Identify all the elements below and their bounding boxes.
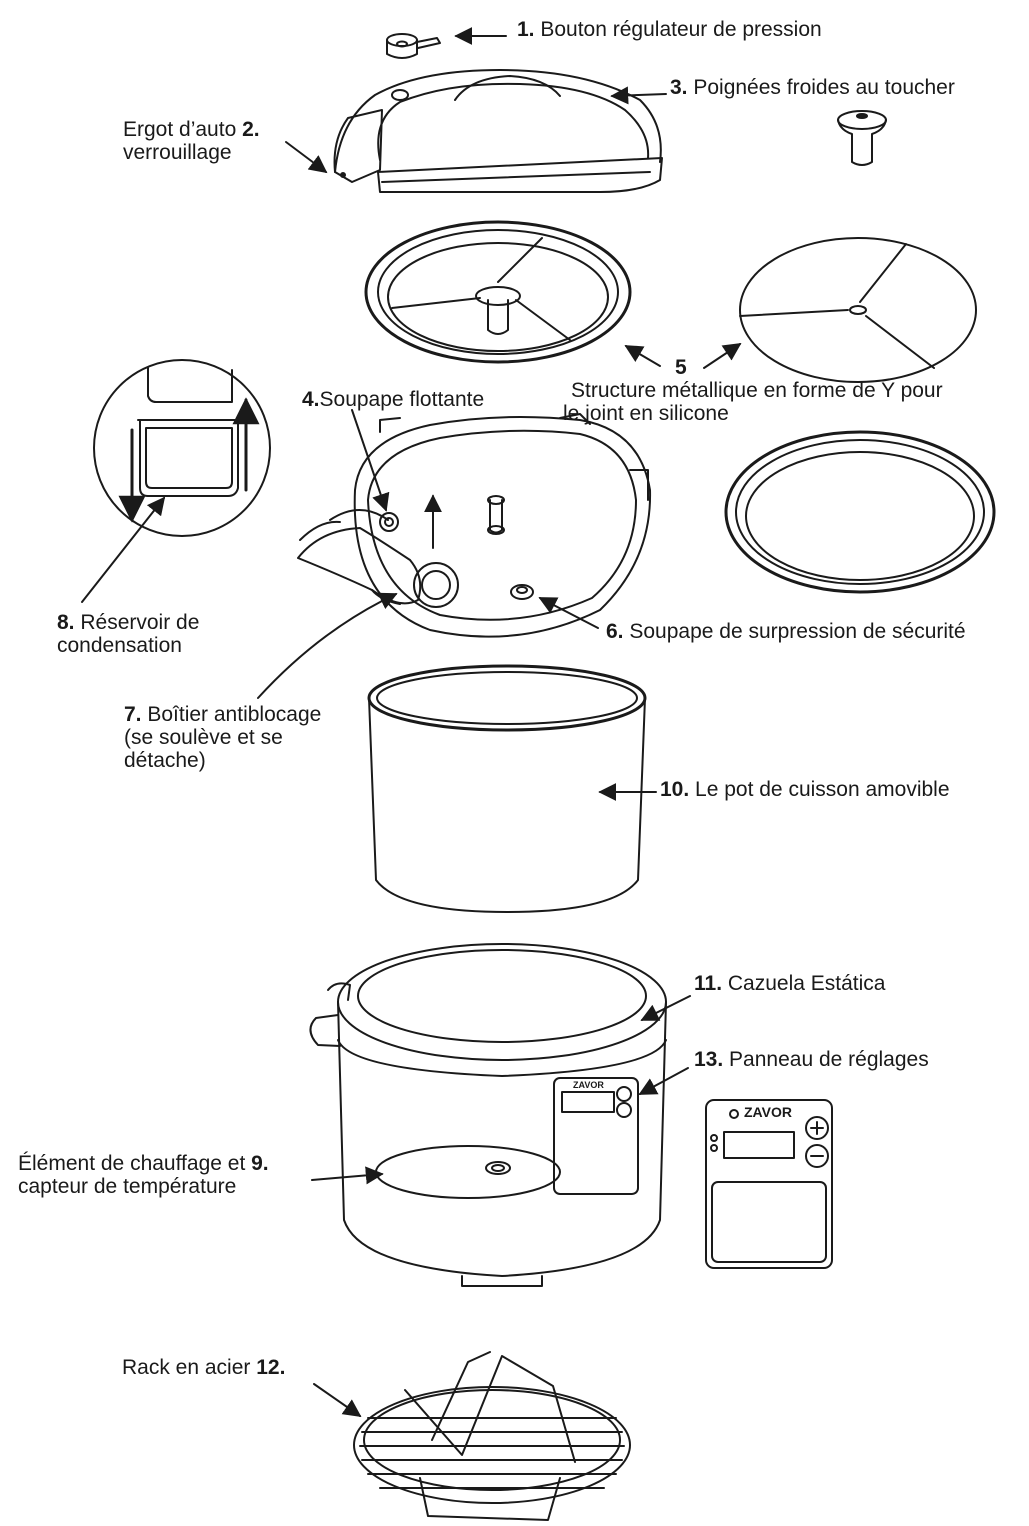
label-3-number: 3. bbox=[670, 76, 688, 99]
label-8-text: Réservoir de bbox=[74, 611, 200, 634]
label-10-inner-pot: 10. Le pot de cuisson amovible bbox=[660, 778, 950, 801]
label-9-number: 9. bbox=[251, 1152, 269, 1175]
label-5-line2: le joint en silicone bbox=[563, 402, 729, 425]
label-3-text: Poignées froides au toucher bbox=[687, 76, 955, 99]
label-1-number: 1. bbox=[517, 18, 535, 41]
steel-rack bbox=[354, 1352, 630, 1520]
label-11-number: 11. bbox=[694, 972, 723, 995]
label-9-heating-element: Élément de chauffage et 9. capteur de te… bbox=[18, 1152, 269, 1198]
label-2-line2: verrouillage bbox=[123, 141, 232, 164]
cool-touch-knob bbox=[838, 111, 886, 165]
label-12-steel-rack: Rack en acier 12. bbox=[122, 1356, 285, 1379]
label-13-number: 13. bbox=[694, 1048, 724, 1071]
label-1-text: Bouton régulateur de pression bbox=[534, 18, 822, 41]
label-7-line2: (se soulève et se bbox=[124, 726, 283, 749]
label-4-text: Soupape flottante bbox=[319, 388, 485, 411]
label-12-prefix: Rack en acier bbox=[122, 1356, 257, 1379]
label-6-safety-valve: 6. Soupape de surpression de sécurité bbox=[606, 620, 966, 643]
label-8-condensation-reservoir: 8. Réservoir de condensation bbox=[57, 611, 199, 657]
settings-panel bbox=[706, 1100, 832, 1268]
label-11-static-casserole: 11. Cazuela Estática bbox=[694, 972, 885, 995]
label-7-anti-block-housing: 7. Boîtier antiblocage (se soulève et se… bbox=[124, 703, 321, 772]
lid-underside bbox=[298, 414, 650, 637]
silicone-gasket bbox=[726, 432, 994, 592]
label-5-number: 5 bbox=[675, 356, 687, 379]
label-5-line1: Structure métallique en forme de Y pour bbox=[571, 379, 943, 402]
label-11-text: Cazuela Estática bbox=[722, 972, 886, 995]
label-6-number: 6. bbox=[606, 620, 624, 643]
label-6-text: Soupape de surpression de sécurité bbox=[623, 620, 966, 643]
label-5-y-frame: 5 Structure métallique en forme de Y pou… bbox=[563, 356, 943, 425]
panel-brand: ZAVOR bbox=[744, 1104, 792, 1120]
base-unit bbox=[310, 944, 666, 1286]
leader-arrows bbox=[82, 27, 742, 1418]
gasket-with-y-frame bbox=[366, 222, 630, 362]
label-10-text: Le pot de cuisson amovible bbox=[689, 778, 950, 801]
label-1-pressure-regulator: 1. Bouton régulateur de pression bbox=[517, 18, 822, 41]
lid bbox=[335, 70, 662, 192]
label-13-control-panel: 13. Panneau de réglages bbox=[694, 1048, 929, 1071]
label-13-text: Panneau de réglages bbox=[723, 1048, 929, 1071]
label-9-prefix: Élément de chauffage et bbox=[18, 1152, 252, 1175]
label-7-number: 7. bbox=[124, 703, 142, 726]
label-12-number: 12. bbox=[256, 1356, 286, 1379]
label-2-prefix: Ergot d’auto bbox=[123, 118, 243, 141]
y-frame bbox=[740, 238, 976, 382]
label-8-line2: condensation bbox=[57, 634, 182, 657]
label-10-number: 10. bbox=[660, 778, 690, 801]
label-7-line3: détache) bbox=[124, 749, 206, 772]
label-4-float-valve: 4.Soupape flottante bbox=[302, 388, 484, 411]
label-4-number: 4. bbox=[302, 388, 320, 411]
unit-panel-brand: ZAVOR bbox=[573, 1080, 604, 1090]
label-2-auto-lock: Ergot d’auto 2. verrouillage bbox=[123, 118, 260, 164]
inner-pot bbox=[369, 666, 645, 912]
label-3-cool-handles: 3. Poignées froides au toucher bbox=[670, 76, 955, 99]
label-7-text: Boîtier antiblocage bbox=[141, 703, 322, 726]
condensation-reservoir-inset bbox=[94, 360, 270, 536]
pressure-regulator-knob bbox=[387, 34, 440, 58]
label-9-line2: capteur de température bbox=[18, 1175, 237, 1198]
label-2-number: 2. bbox=[242, 118, 260, 141]
label-8-number: 8. bbox=[57, 611, 75, 634]
